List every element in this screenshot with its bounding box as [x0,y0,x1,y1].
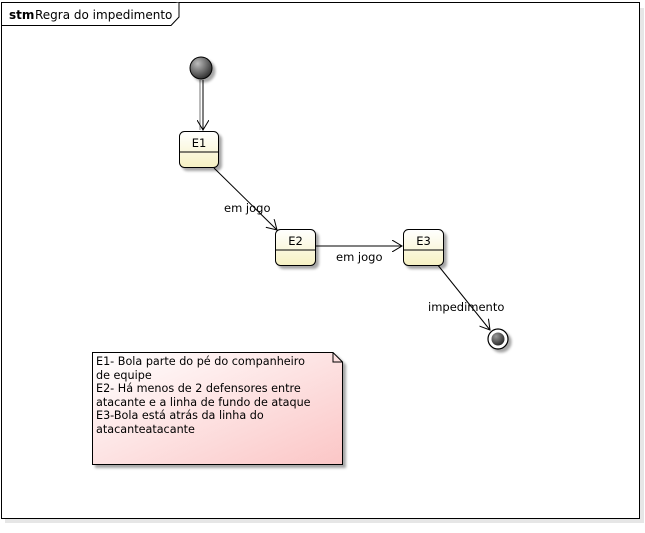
state-e2-label: E2 [288,234,303,248]
transition-label-e3-final: impedimento [428,300,504,314]
state-e1[interactable]: E1 [179,131,219,168]
note-line: de equipe [96,368,152,382]
frame-title-tab [1,2,180,26]
note-line: E1- Bola parte do pé do companheiro [96,355,305,368]
state-e2[interactable]: E2 [275,229,316,266]
note-corner-fold [332,352,343,363]
transition-label-e2-e3: em jogo [336,250,383,264]
note-line: E3-Bola está atrás da linha do [96,409,264,422]
frame-keyword: stm [9,8,34,22]
transition-e1-e2[interactable]: em jogo [213,167,277,230]
note-line: E2- Há menos de 2 defensores entre [96,382,301,395]
state-e3-label: E3 [416,234,431,248]
note-line: atacanteatacante [96,422,195,436]
state-e3[interactable]: E3 [403,229,444,266]
transition-initial-e1[interactable] [200,80,203,130]
note-line: atacante e a linha de fundo de ataque [96,395,311,409]
note-text: E1- Bola parte do pé do companheiro de e… [92,352,342,464]
transition-label-e1-e2: em jogo [224,201,271,215]
frame-title: Regra do impedimento [35,8,172,22]
note[interactable] [92,352,343,465]
transition-e2-e3[interactable]: em jogo [316,246,402,264]
transition-e3-final[interactable]: impedimento [428,263,504,330]
state-e1-label: E1 [192,136,207,150]
final-state[interactable] [487,328,509,350]
initial-state[interactable] [189,56,213,80]
